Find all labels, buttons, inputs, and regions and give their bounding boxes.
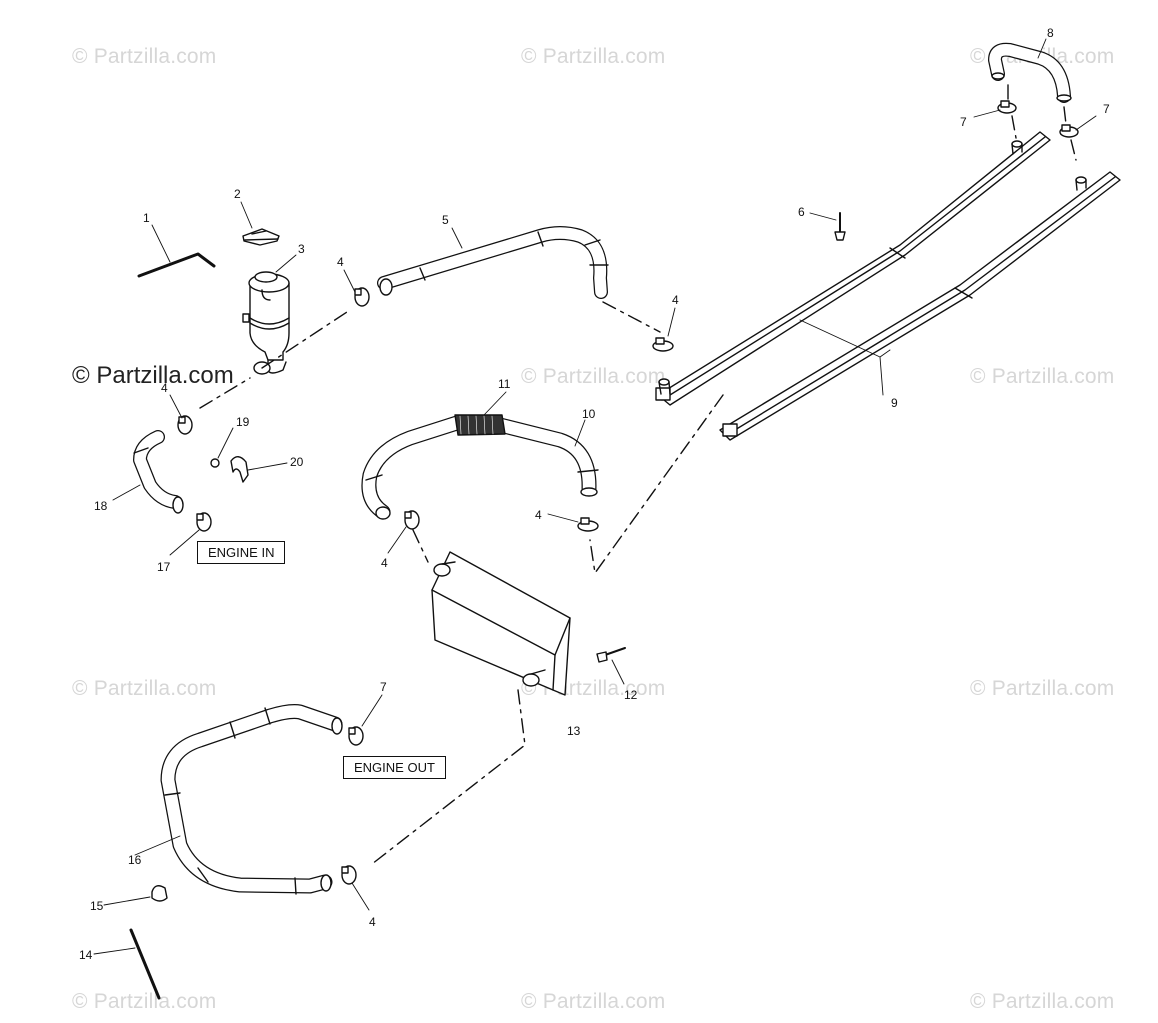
part-16-hose [160, 704, 343, 895]
part-14-tie-strap [129, 928, 161, 1000]
part-7-clamp [1059, 124, 1079, 138]
leader-lines [93, 38, 1097, 955]
part-7-clamp [348, 726, 364, 746]
part-4-clamp [404, 510, 420, 530]
watermark: © Partzilla.com [72, 677, 217, 700]
callout-2: 2 [234, 187, 241, 201]
part-1-hex-key [137, 252, 216, 278]
callout-13: 13 [567, 724, 581, 738]
callout-8: 8 [1047, 26, 1054, 40]
part-7-clamp [997, 100, 1017, 114]
watermark: © Partzilla.com [521, 365, 666, 388]
watermark-main: © Partzilla.com [72, 362, 234, 389]
callout-19: 19 [236, 415, 250, 429]
part-12-bolt [596, 647, 626, 663]
callout-7: 7 [960, 115, 967, 129]
watermark: © Partzilla.com [970, 365, 1115, 388]
part-3-reservoir [242, 271, 290, 375]
callout-11: 11 [498, 377, 511, 391]
part-4-clamp [354, 287, 370, 307]
part-4-clamp [652, 337, 674, 352]
part-18-hose [133, 430, 184, 514]
callout-15: 15 [90, 899, 104, 913]
callout-17: 17 [157, 560, 171, 574]
callout-18: 18 [94, 499, 108, 513]
callout-4: 4 [369, 915, 376, 929]
flow-lines [199, 84, 1077, 865]
callout-5: 5 [442, 213, 449, 227]
part-9-heat-exchangers [655, 131, 1121, 441]
part-4-clamp [577, 517, 599, 532]
part-6-screw [834, 212, 846, 241]
callout-9: 9 [891, 396, 898, 410]
part-5-hose [377, 226, 609, 299]
part-20-bracket [230, 456, 249, 483]
callout-14: 14 [79, 948, 93, 962]
part-4-clamp [177, 415, 193, 435]
part-8-elbow-hose [988, 42, 1072, 103]
callout-10: 10 [582, 407, 596, 421]
callout-1: 1 [143, 211, 150, 225]
part-4-clamp [341, 865, 357, 885]
engine-out-label: ENGINE OUT [343, 756, 446, 779]
callout-4: 4 [161, 381, 168, 395]
watermark: © Partzilla.com [72, 990, 217, 1013]
callout-16: 16 [128, 853, 142, 867]
part-2-cap [242, 228, 280, 246]
engine-in-label: ENGINE IN [197, 541, 286, 564]
callout-6: 6 [798, 205, 805, 219]
callout-7: 7 [1103, 102, 1110, 116]
callout-3: 3 [298, 242, 305, 256]
callout-20: 20 [290, 455, 304, 469]
part-11-bellows [454, 414, 506, 436]
callout-4: 4 [381, 556, 388, 570]
part-10-hose [361, 414, 599, 520]
part-19-washer [210, 458, 220, 468]
part-15-clip [151, 885, 168, 902]
watermark: © Partzilla.com [521, 45, 666, 68]
callout-12: 12 [624, 688, 638, 702]
watermark: © Partzilla.com [970, 990, 1115, 1013]
part-13-exchanger-block [431, 551, 571, 696]
callout-4: 4 [337, 255, 344, 269]
watermark: © Partzilla.com [72, 45, 217, 68]
callout-4: 4 [535, 508, 542, 522]
part-17-clamp [196, 512, 212, 532]
callout-4: 4 [672, 293, 679, 307]
watermark: © Partzilla.com [970, 677, 1115, 700]
watermark: © Partzilla.com [521, 990, 666, 1013]
callout-7: 7 [380, 680, 387, 694]
